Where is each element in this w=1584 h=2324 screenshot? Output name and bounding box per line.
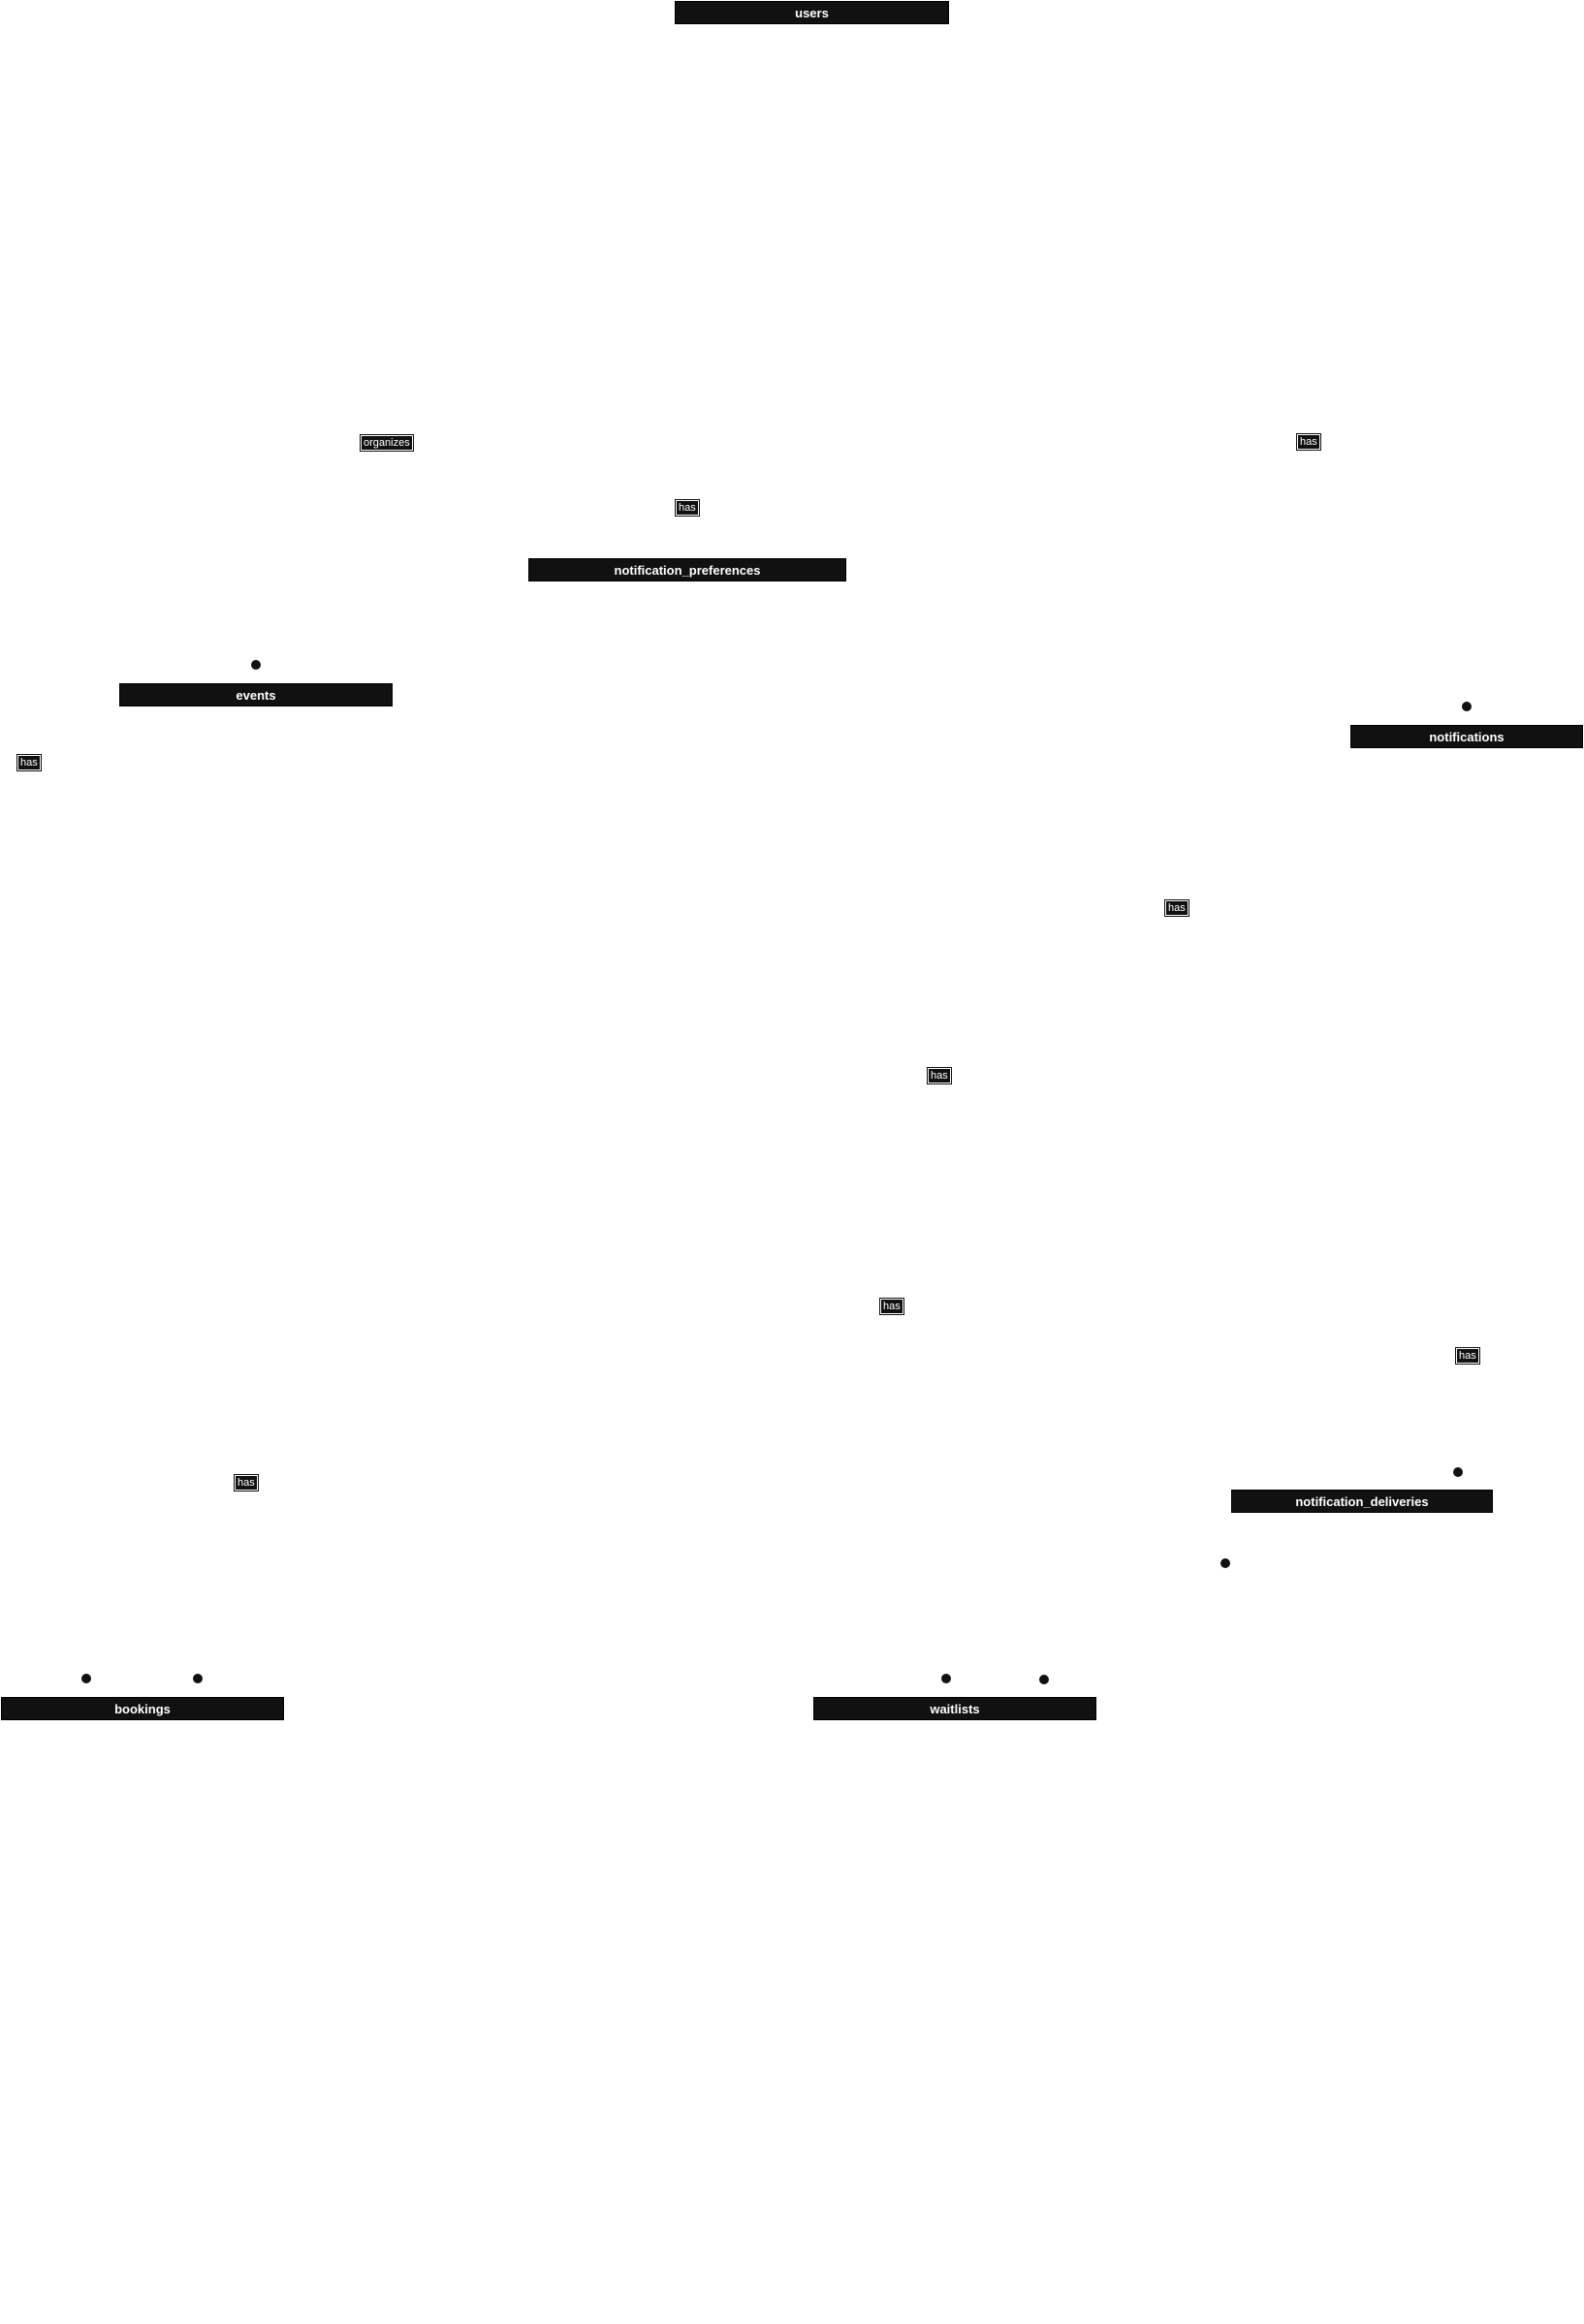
entity-users[interactable]: users [675, 1, 949, 24]
cardinality-dot [81, 1674, 91, 1683]
relationship-has-middle-2: has [879, 1298, 904, 1315]
cardinality-dot [1462, 702, 1472, 711]
cardinality-dot [1220, 1558, 1230, 1568]
relationship-has-deliveries-right: has [1455, 1347, 1480, 1365]
cardinality-dot [251, 660, 261, 670]
relationship-has-users-notifications: has [1296, 433, 1321, 451]
relationship-has-users-preferences: has [675, 499, 700, 517]
cardinality-dot [193, 1674, 203, 1683]
relationship-has-notifications-deliveries: has [1164, 899, 1189, 917]
entity-notifications[interactable]: notifications [1350, 725, 1583, 748]
relationship-organizes: organizes [360, 434, 414, 452]
cardinality-dot [1039, 1675, 1049, 1684]
entity-waitlists[interactable]: waitlists [813, 1697, 1096, 1720]
entity-events[interactable]: events [119, 683, 393, 707]
cardinality-dot [1453, 1467, 1463, 1477]
entity-notification-deliveries[interactable]: notification_deliveries [1231, 1490, 1493, 1513]
cardinality-dot [941, 1674, 951, 1683]
relationship-has-events-bookings: has [234, 1474, 259, 1492]
entity-notification-preferences[interactable]: notification_preferences [528, 558, 846, 581]
relationship-has-events-left: has [16, 754, 42, 771]
entity-bookings[interactable]: bookings [1, 1697, 284, 1720]
relationship-has-middle-1: has [927, 1067, 952, 1084]
